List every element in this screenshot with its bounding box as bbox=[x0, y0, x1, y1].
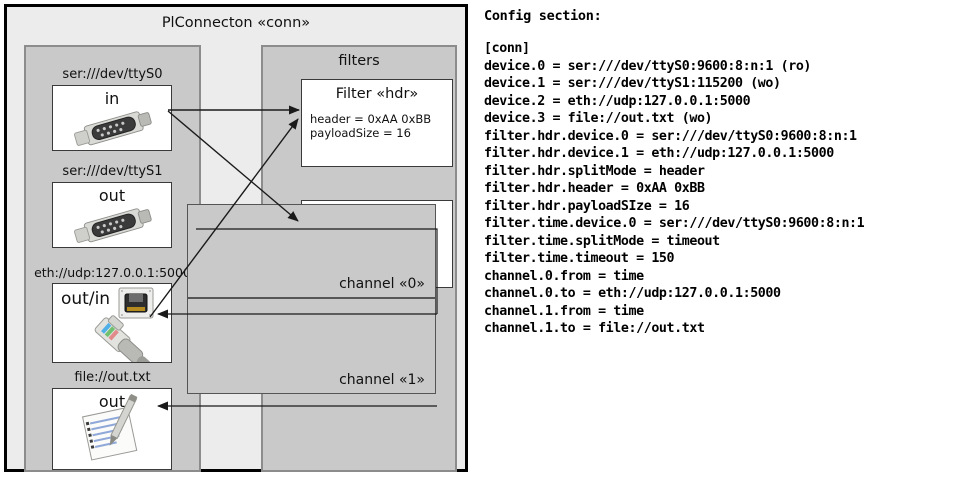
device-io-ttyS1: out bbox=[98, 186, 126, 205]
devices-panel: ser:///dev/ttyS0 in bbox=[24, 45, 201, 472]
device-card-ttyS1[interactable]: out bbox=[52, 182, 172, 248]
component-title: PlConnecton «conn» bbox=[161, 15, 311, 31]
device-label-eth: eth://udp:127.0.0.1:5000 bbox=[34, 265, 191, 280]
config-section: Config section: [conn] device.0 = ser://… bbox=[484, 8, 960, 338]
channel-box-1[interactable]: channel «1» bbox=[187, 298, 436, 394]
device-io-file: out bbox=[98, 392, 126, 411]
filter-hdr-props: header = 0xAA 0xBB payloadSize = 16 bbox=[310, 112, 432, 140]
device-card-eth[interactable]: out/in bbox=[52, 283, 172, 363]
config-body-text: [conn] device.0 = ser:///dev/ttyS0:9600:… bbox=[484, 41, 865, 336]
device-io-eth: out/in bbox=[61, 289, 111, 309]
filter-card-hdr[interactable]: Filter «hdr» header = 0xAA 0xBB payloadS… bbox=[301, 79, 453, 167]
serial-db9-icon bbox=[74, 208, 152, 243]
device-label-file: file://out.txt bbox=[74, 370, 151, 385]
channel-0-label: channel «0» bbox=[339, 276, 425, 292]
filters-panel-title: filters bbox=[338, 53, 380, 69]
filter-hdr-title: Filter «hdr» bbox=[335, 86, 419, 102]
config-heading: Config section: bbox=[484, 8, 602, 24]
text-file-icon bbox=[81, 393, 138, 461]
device-io-ttyS0: in bbox=[104, 89, 120, 108]
device-label-ttyS0: ser:///dev/ttyS0 bbox=[62, 67, 163, 82]
device-label-ttyS1: ser:///dev/ttyS1 bbox=[62, 164, 163, 179]
serial-db9-icon bbox=[74, 111, 152, 146]
plconnecton-component-frame: PlConnecton «conn» ser:///dev/ttyS0 in bbox=[4, 4, 468, 472]
ethernet-rj45-icon bbox=[94, 287, 154, 362]
channel-1-label: channel «1» bbox=[339, 372, 425, 388]
device-card-file[interactable]: out bbox=[52, 388, 172, 470]
device-card-ttyS0[interactable]: in bbox=[52, 85, 172, 151]
channel-box-0[interactable]: channel «0» bbox=[187, 204, 436, 298]
